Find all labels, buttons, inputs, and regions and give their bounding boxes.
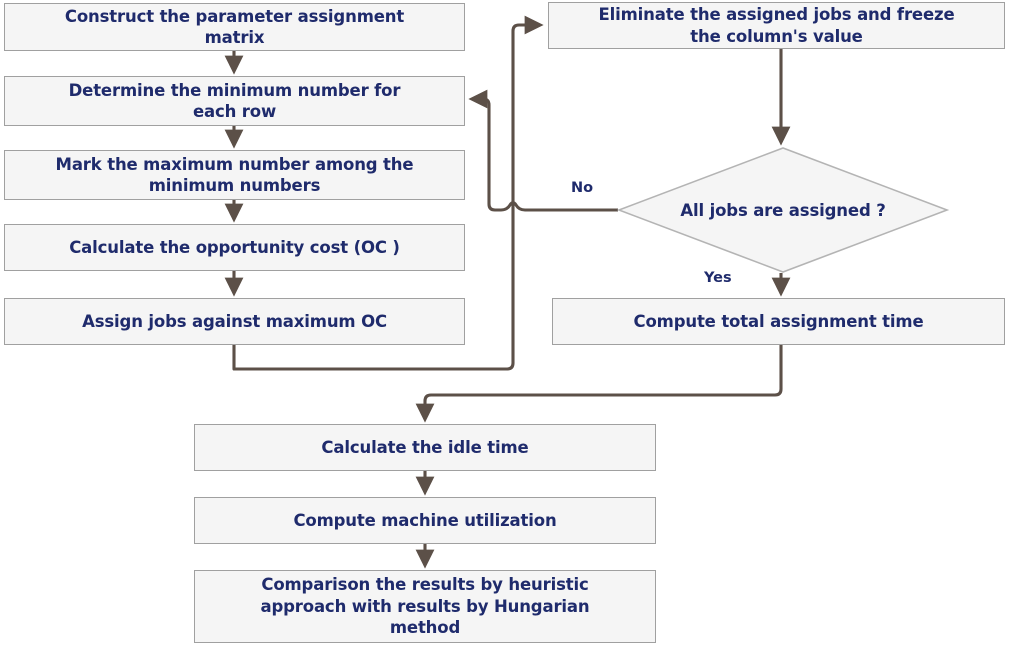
node-label: Determine the minimum number for each ro…: [68, 80, 401, 121]
node-label: Calculate the opportunity cost (OC ): [69, 237, 400, 257]
node-label: Compute machine utilization: [293, 510, 557, 530]
node-compute-machine-utilization[interactable]: Compute machine utilization: [194, 497, 656, 544]
node-comparison-results[interactable]: Comparison the results by heuristic appr…: [194, 570, 656, 643]
node-mark-max[interactable]: Mark the maximum number among the minimu…: [4, 150, 465, 200]
edge-label-no: No: [571, 180, 594, 196]
diamond-shape: [616, 147, 950, 273]
node-calculate-oc[interactable]: Calculate the opportunity cost (OC ): [4, 224, 465, 271]
edge-label-yes: Yes: [704, 270, 732, 286]
node-label: Eliminate the assigned jobs and freeze t…: [598, 5, 955, 46]
node-compute-total-time[interactable]: Compute total assignment time: [552, 298, 1005, 345]
node-construct-matrix[interactable]: Construct the parameter assignment matri…: [4, 3, 465, 51]
edge-total-to-idle: [415, 345, 783, 423]
edge-no-to-determine: [468, 89, 618, 212]
node-all-jobs-assigned[interactable]: All jobs are assigned ?: [616, 147, 950, 273]
node-label: Construct the parameter assignment matri…: [64, 6, 405, 47]
node-label: Assign jobs against maximum OC: [82, 311, 387, 331]
node-label: All jobs are assigned ?: [680, 200, 886, 220]
node-assign-jobs[interactable]: Assign jobs against maximum OC: [4, 298, 465, 345]
node-label: Mark the maximum number among the minimu…: [55, 154, 414, 195]
node-eliminate-jobs[interactable]: Eliminate the assigned jobs and freeze t…: [548, 2, 1005, 49]
node-label: Comparison the results by heuristic appr…: [260, 575, 590, 638]
node-label: Compute total assignment time: [633, 311, 924, 331]
node-calculate-idle-time[interactable]: Calculate the idle time: [194, 424, 656, 471]
node-label: Calculate the idle time: [321, 437, 529, 457]
node-determine-min[interactable]: Determine the minimum number for each ro…: [4, 76, 465, 126]
